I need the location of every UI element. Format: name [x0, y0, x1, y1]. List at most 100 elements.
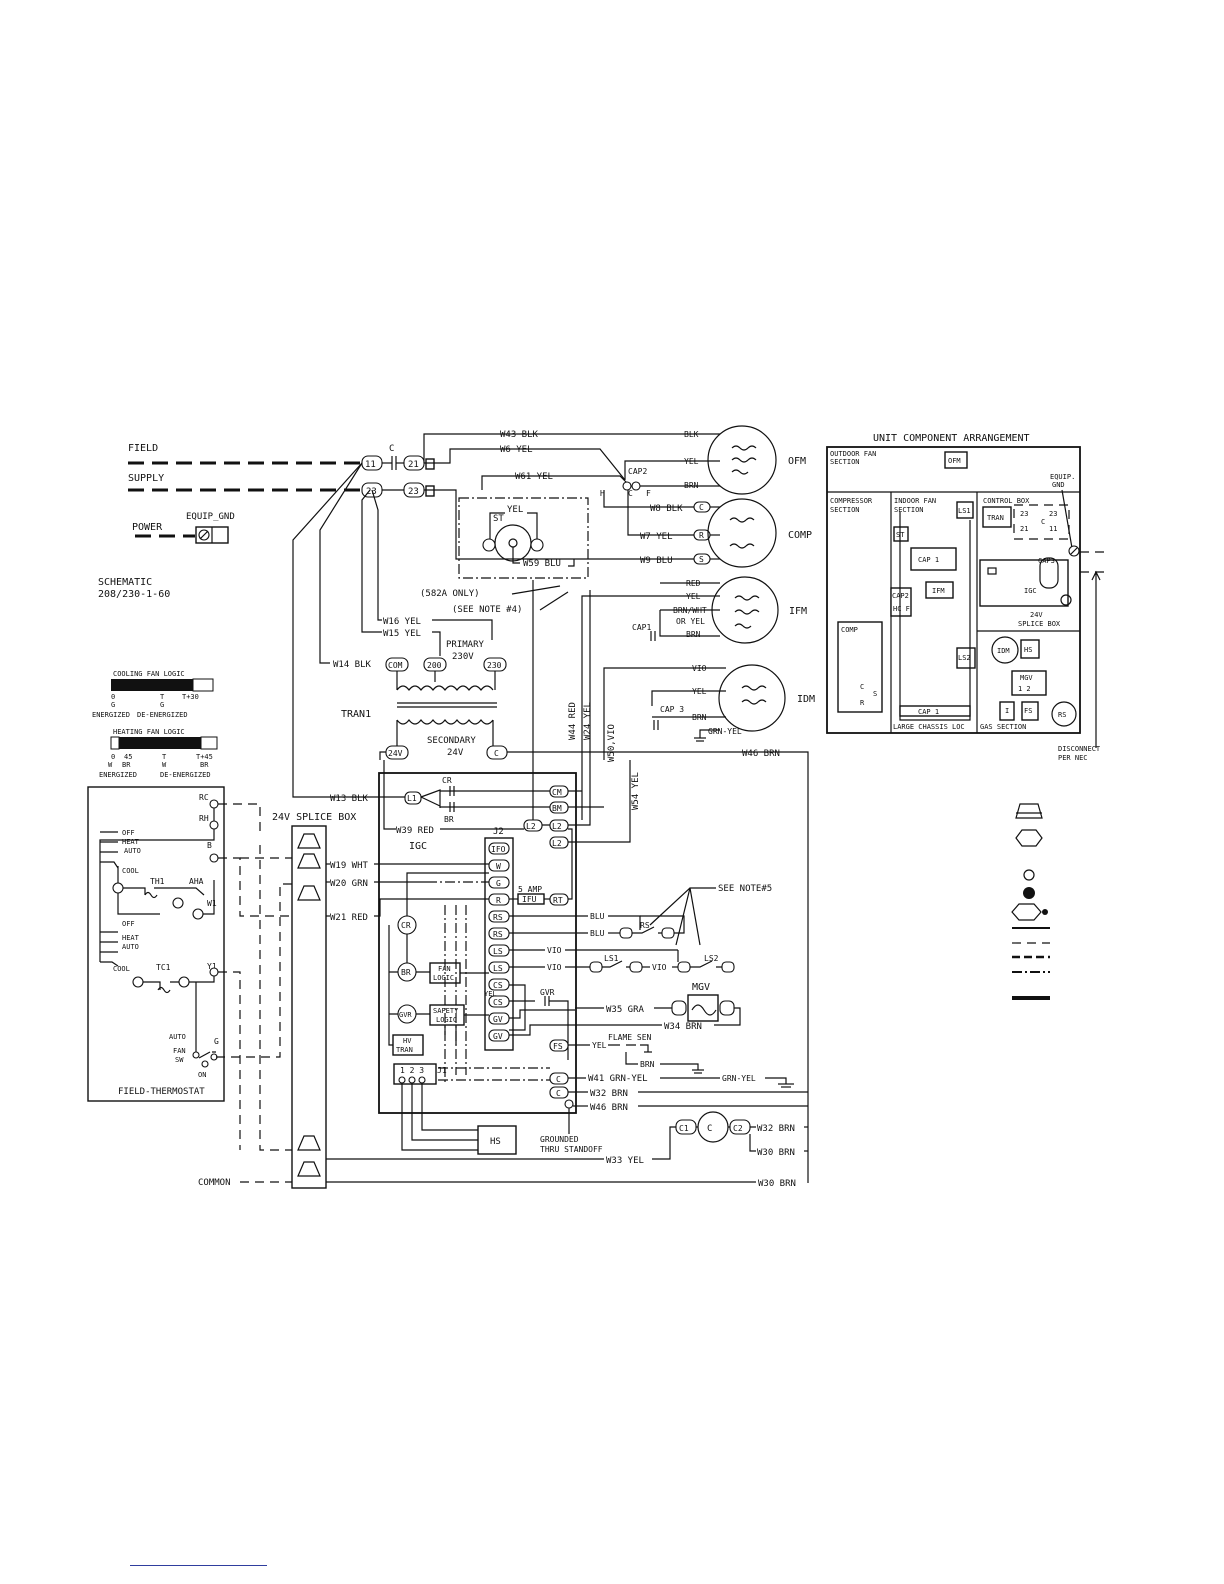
svg-text:CR: CR [401, 921, 411, 930]
splice-connector-5 [297, 1161, 321, 1177]
svg-text:HC F: HC F [893, 605, 910, 613]
svg-text:SECTION: SECTION [830, 506, 860, 514]
svg-text:BLU: BLU [590, 929, 605, 938]
svg-text:230: 230 [487, 661, 502, 670]
svg-text:YEL: YEL [692, 687, 707, 696]
svg-text:AUTO: AUTO [122, 943, 139, 951]
splice-connector-3 [297, 885, 321, 901]
svg-text:ST: ST [896, 531, 905, 539]
svg-text:W50,VIO: W50,VIO [607, 724, 617, 762]
svg-text:G: G [111, 701, 115, 709]
equip-gnd-label: EQUIP_GND [186, 512, 235, 522]
svg-text:SECTION: SECTION [894, 506, 924, 514]
svg-text:RS: RS [640, 921, 650, 930]
indoor-fan-motor [711, 576, 779, 644]
svg-text:OFM: OFM [948, 457, 961, 465]
schematic-voltage: 208/230-1-60 [98, 589, 170, 600]
svg-text:W: W [108, 761, 113, 769]
svg-text:1 2 3: 1 2 3 [400, 1066, 424, 1075]
svg-text:CAP1: CAP1 [632, 623, 651, 632]
svg-text:YEL: YEL [684, 457, 699, 466]
wire-w7 [627, 490, 696, 536]
wire-w6 [424, 448, 626, 481]
svg-text:GROUNDED: GROUNDED [540, 1135, 579, 1144]
contactor-label: C [389, 444, 394, 454]
arr-fs [1021, 701, 1039, 721]
svg-text:200: 200 [427, 661, 442, 670]
svg-text:(582A ONLY): (582A ONLY) [420, 589, 480, 599]
tran-primary-coil [396, 685, 494, 691]
svg-text:W32 BRN: W32 BRN [590, 1089, 628, 1099]
svg-text:GAS SECTION: GAS SECTION [980, 723, 1026, 731]
svg-text:C: C [1041, 518, 1045, 526]
svg-text:GV: GV [493, 1015, 503, 1024]
arr-cap1-large [899, 705, 971, 717]
svg-text:LARGE CHASSIS LOC: LARGE CHASSIS LOC [893, 723, 965, 731]
svg-text:AUTO: AUTO [124, 847, 141, 855]
svg-text:L2: L2 [552, 839, 562, 848]
svg-text:C2: C2 [733, 1124, 743, 1133]
footer-rule [130, 1565, 267, 1566]
wire-w16 [371, 489, 382, 621]
svg-text:DE-ENERGIZED: DE-ENERGIZED [137, 711, 188, 719]
svg-text:SPLICE BOX: SPLICE BOX [1018, 620, 1061, 628]
svg-text:ON: ON [198, 1071, 206, 1079]
svg-text:F: F [646, 489, 651, 498]
svg-text:24V SPLICE BOX: 24V SPLICE BOX [272, 812, 356, 823]
svg-text:COOL: COOL [122, 867, 139, 875]
svg-text:OUTDOOR FAN: OUTDOOR FAN [830, 450, 876, 458]
arr-rs [1051, 701, 1077, 727]
svg-text:23: 23 [1049, 510, 1057, 518]
svg-text:TRAN: TRAN [987, 514, 1004, 522]
control-wiring: BLU BLU RS VIO VIO LS1 VIO LS2 SEE NOTE#… [324, 884, 808, 1189]
svg-text:ENERGIZED: ENERGIZED [92, 711, 130, 719]
svg-text:GRN-YEL: GRN-YEL [722, 1074, 756, 1083]
svg-text:COMMON: COMMON [198, 1178, 231, 1188]
svg-text:G: G [214, 1037, 219, 1046]
svg-text:IDM: IDM [997, 647, 1010, 655]
arr-idm [991, 636, 1019, 664]
svg-text:W6 YEL: W6 YEL [500, 445, 533, 455]
svg-text:11: 11 [1049, 525, 1057, 533]
svg-text:LS2: LS2 [704, 954, 719, 963]
svg-text:DE-ENERGIZED: DE-ENERGIZED [160, 771, 211, 779]
svg-text:W13 BLK: W13 BLK [330, 794, 369, 804]
svg-text:C: C [556, 1089, 561, 1098]
svg-text:COM: COM [388, 661, 403, 670]
hot-surface-igniter [477, 1125, 517, 1155]
svg-text:SAFETY: SAFETY [433, 1007, 459, 1015]
svg-text:OR YEL: OR YEL [676, 617, 705, 626]
supply-label: SUPPLY [128, 473, 164, 484]
svg-text:CONTROL BOX: CONTROL BOX [983, 497, 1030, 505]
svg-text:CAP2: CAP2 [628, 467, 647, 476]
svg-text:GRN-YEL: GRN-YEL [708, 727, 742, 736]
svg-text:G: G [160, 701, 164, 709]
svg-text:LS1: LS1 [604, 954, 619, 963]
legend-plug-icon [1011, 903, 1042, 921]
svg-text:BRN/WHT: BRN/WHT [673, 606, 707, 615]
arr-cap3 [1039, 557, 1059, 589]
svg-text:LOGIC: LOGIC [433, 974, 454, 982]
svg-text:HS: HS [490, 1137, 501, 1147]
svg-text:W46 BRN: W46 BRN [590, 1103, 628, 1113]
svg-text:SEE NOTE#5: SEE NOTE#5 [718, 884, 772, 894]
svg-text:W59 BLU: W59 BLU [523, 559, 561, 569]
svg-text:W30 BRN: W30 BRN [757, 1148, 795, 1158]
svg-text:RS: RS [493, 930, 503, 939]
legend-symbols [1011, 803, 1050, 1000]
svg-text:FIELD-THERMOSTAT: FIELD-THERMOSTAT [118, 1087, 205, 1097]
svg-text:C1: C1 [679, 1124, 689, 1133]
svg-text:COMPRESSOR: COMPRESSOR [830, 497, 873, 505]
wire-w43 [423, 433, 720, 463]
svg-text:W19 WHT: W19 WHT [330, 861, 369, 871]
svg-text:COMP: COMP [788, 530, 812, 541]
heating-fan-logic: HEATING FAN LOGIC 0 45 W BR ENERGIZED T … [99, 728, 218, 779]
svg-text:OFF: OFF [122, 829, 135, 837]
svg-text:W39 RED: W39 RED [396, 826, 434, 836]
arr-cap2 [890, 587, 912, 617]
svg-text:G: G [496, 879, 501, 888]
compressor-motor [707, 498, 777, 568]
svg-text:COOL: COOL [113, 965, 130, 973]
arr-i [999, 701, 1015, 721]
svg-text:HV: HV [403, 1037, 412, 1045]
